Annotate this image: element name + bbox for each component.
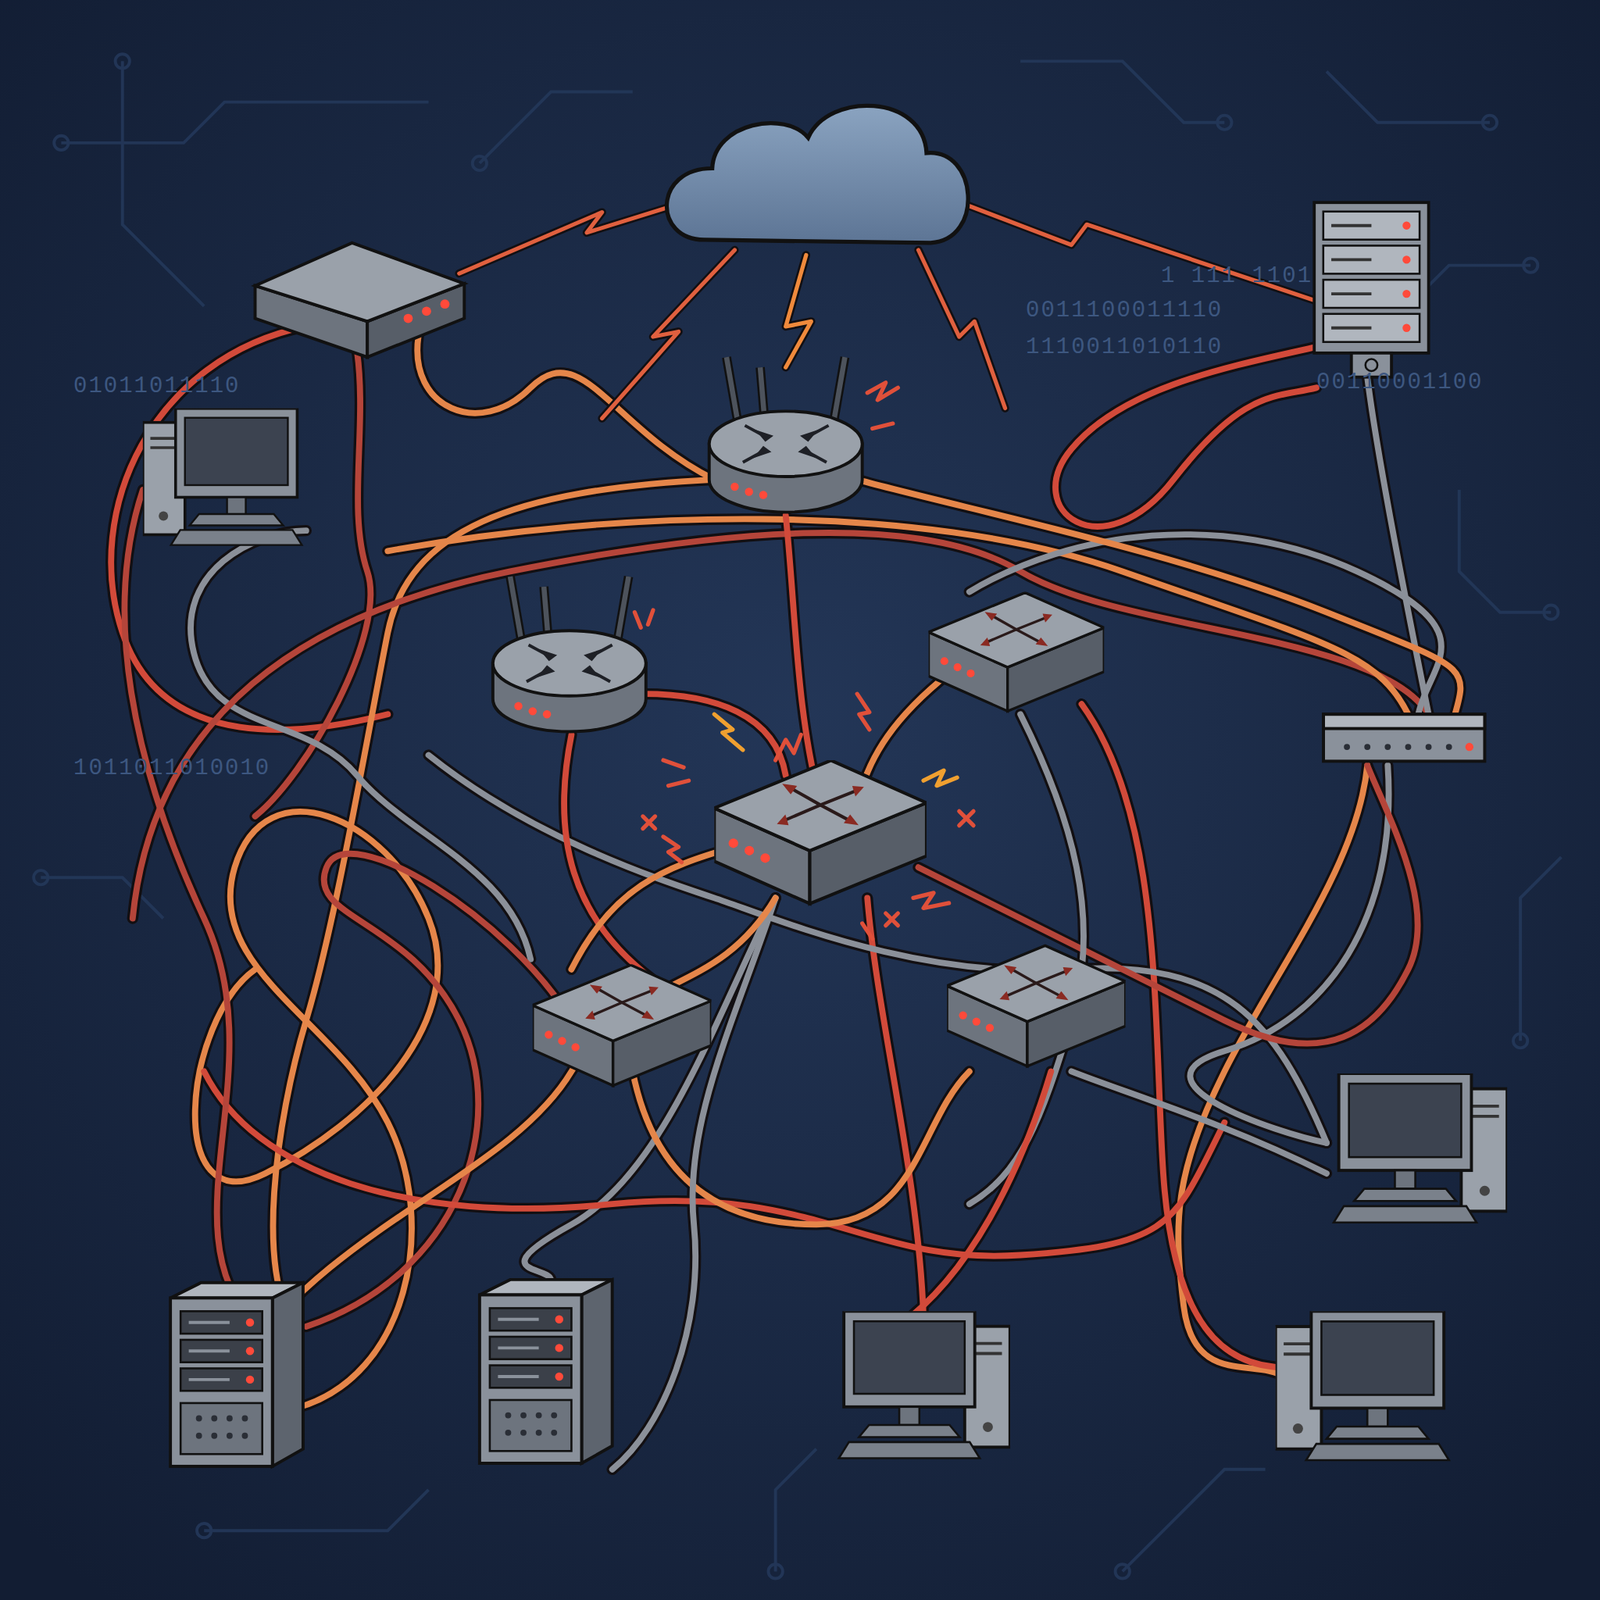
flat-switch-top — [1323, 714, 1485, 729]
computer-icon — [142, 408, 303, 546]
binary-watermark: 0011100011110 — [1025, 297, 1223, 324]
switch-icon — [928, 592, 1105, 712]
switch-icon — [946, 945, 1126, 1066]
central-switch-icon — [714, 760, 927, 904]
computer-icon — [1333, 1073, 1508, 1223]
computer-icon — [1275, 1310, 1450, 1461]
router-icon — [709, 357, 863, 513]
server-icon — [1314, 202, 1429, 377]
binary-watermark: 1011011010010 — [73, 755, 271, 782]
binary-watermark: 00110001100 — [1316, 369, 1483, 396]
fault-sparks — [634, 382, 974, 940]
flat-switch — [1323, 714, 1485, 761]
modem — [255, 242, 465, 358]
server-tower — [170, 1282, 304, 1467]
switch-ports — [1343, 742, 1474, 751]
binary-watermark: 1110011010110 — [1025, 334, 1223, 361]
cloud-symbol — [666, 105, 968, 243]
server-tower — [479, 1279, 613, 1464]
binary-watermark: 01011011110 — [73, 373, 240, 400]
switch-icon — [532, 964, 712, 1086]
binary-watermark: 1 111 1101 — [1160, 263, 1313, 290]
cable-tangle — [110, 326, 1461, 1470]
computer-icon — [839, 1310, 1011, 1458]
router-icon — [492, 576, 647, 733]
cable-outline — [110, 326, 1461, 1470]
